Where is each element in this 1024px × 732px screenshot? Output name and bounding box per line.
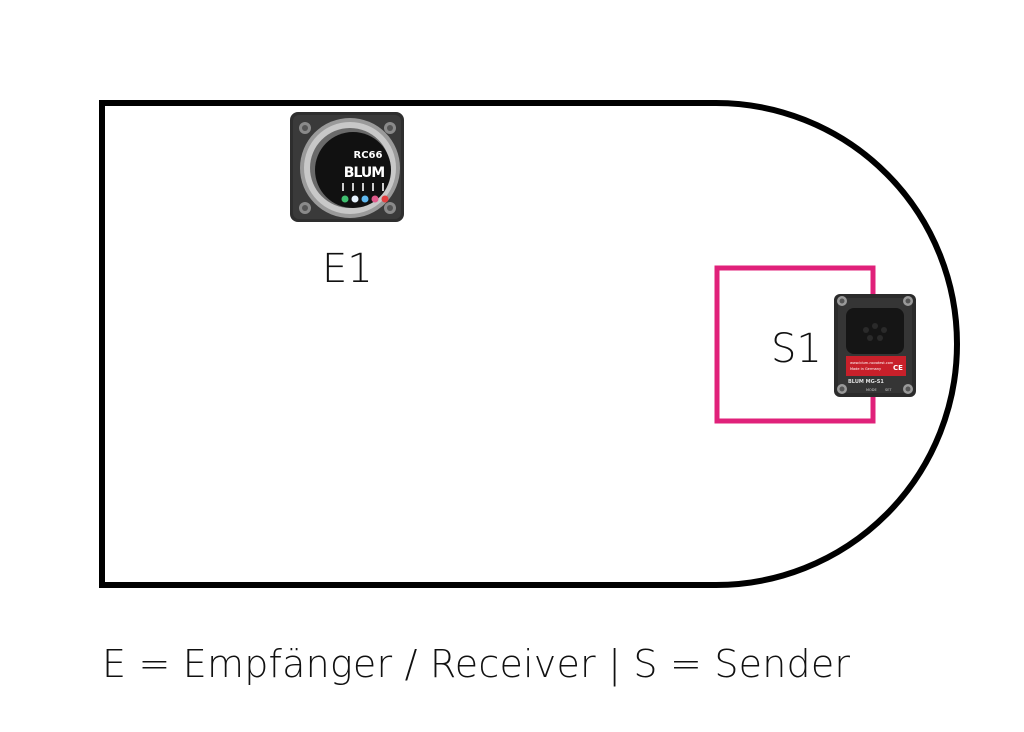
- legend-text: E = Empfänger / Receiver | S = Sender: [102, 642, 851, 686]
- sender-device-icon: www.blum-novotest.com Made in Germany CE…: [834, 294, 916, 397]
- receiver-led-red-icon: [381, 195, 389, 203]
- receiver-led-blue-icon: [361, 195, 369, 203]
- receiver-led-green-icon: [341, 195, 349, 203]
- receiver-model-text: RC66: [354, 150, 383, 161]
- receiver-brand-text: BLUM: [344, 165, 384, 181]
- sender-website-text: www.blum-novotest.com: [850, 361, 894, 365]
- sender-origin-text: Made in Germany: [850, 367, 881, 371]
- sender-brand-text: BLUM MG-S1: [848, 379, 884, 385]
- area-outline: [99, 100, 960, 588]
- sender-ce-badge: CE: [893, 364, 903, 372]
- receiver-led-white-icon: [351, 195, 359, 203]
- sender-set-label: SET: [885, 388, 892, 392]
- receiver-device-icon: RC66 BLUM: [290, 112, 404, 222]
- sender-label: S1: [771, 326, 822, 372]
- sender-mode-label: MODE: [866, 388, 877, 392]
- receiver-label: E1: [322, 246, 373, 292]
- receiver-led-pink-icon: [371, 195, 379, 203]
